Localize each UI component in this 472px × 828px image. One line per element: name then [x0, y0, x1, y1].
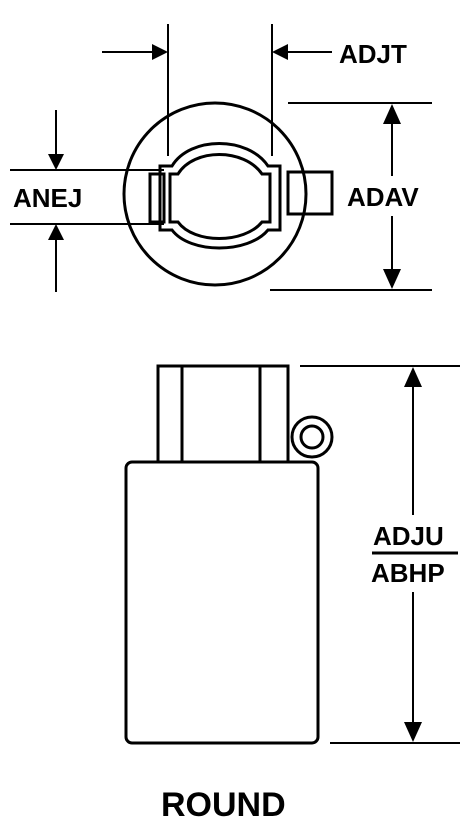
- top-view-notch: [148, 172, 166, 224]
- height-arrow-top-head: [404, 367, 422, 387]
- abhp-label: ABHP: [371, 558, 445, 588]
- adav-arrow-bottom-head: [383, 269, 401, 289]
- side-view-ring: [290, 415, 334, 459]
- anej-arrow-top-head: [48, 154, 64, 170]
- shape-label: ROUND: [161, 786, 286, 824]
- side-view-key-block: [156, 364, 290, 464]
- adjt-label: ADJT: [339, 39, 407, 69]
- top-view-socket-inner: [168, 153, 272, 240]
- adav-arrow-top-head: [383, 104, 401, 124]
- height-arrow-bottom-head: [404, 722, 422, 742]
- top-view-outer-circle: [122, 101, 308, 287]
- anej-label: ANEJ: [13, 183, 82, 213]
- adjt-arrow-right-head: [272, 44, 288, 60]
- side-view: [124, 364, 460, 745]
- top-view-tab: [286, 170, 334, 216]
- adav-label: ADAV: [347, 182, 419, 212]
- top-view: [10, 24, 440, 292]
- adju-label: ADJU: [373, 521, 444, 551]
- top-view-socket-outer: [158, 142, 282, 250]
- anej-arrow-bottom-head: [48, 224, 64, 240]
- side-view-body: [124, 460, 320, 745]
- adjt-arrow-left-head: [152, 44, 168, 60]
